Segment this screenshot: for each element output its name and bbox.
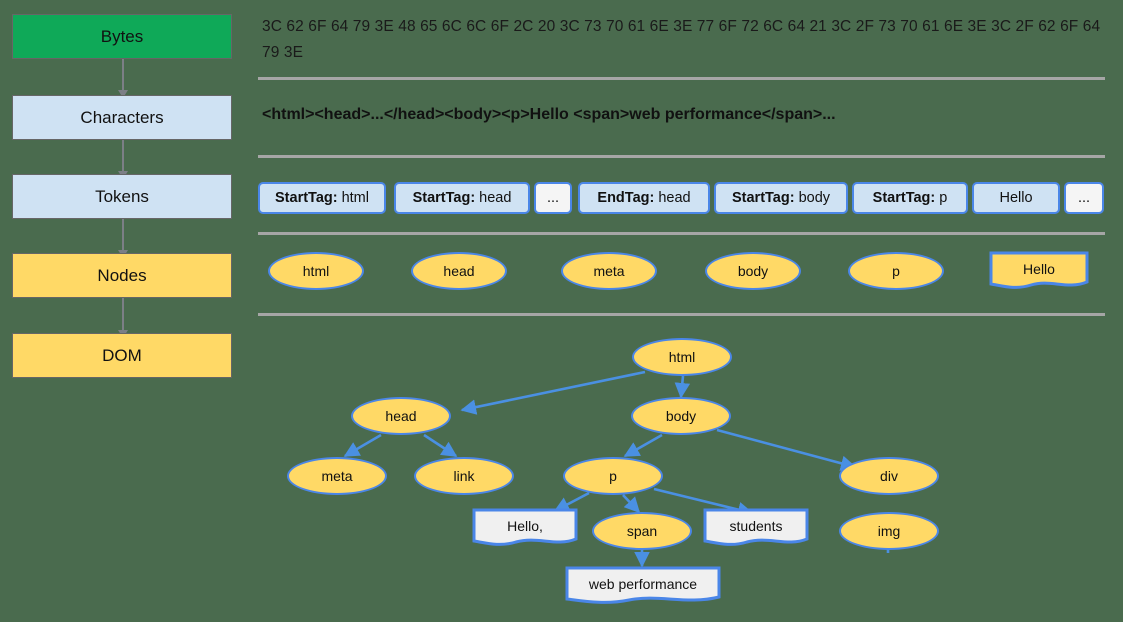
dom-node-label: p [609,468,617,484]
token-starttag-html[interactable]: StartTag:html [258,182,386,214]
token-text-hello[interactable]: Hello [972,182,1060,214]
pipeline-stage-bytes: Bytes [12,14,232,59]
node-label: html [302,263,330,279]
edge-head-link [423,433,458,458]
bytes-sequence-text: 3C 62 6F 64 79 3E 48 65 6C 6C 6F 2C 20 3… [262,18,1101,61]
token-prefix: StartTag: [275,190,338,206]
characters-markup-text: <html><head>...</head><body><p>Hello <sp… [262,106,836,123]
dom-node-label: div [880,468,898,484]
token-ellipsis-1[interactable]: ... [534,182,572,214]
pipeline-stage-dom: DOM [12,333,232,378]
note-shape-icon [565,566,721,604]
token-prefix: EndTag: [597,190,655,206]
edge-html-body [674,375,691,399]
dom-node-label: body [665,408,697,424]
dom-node-label: html [668,349,696,365]
node-chip-body[interactable]: body [705,252,801,290]
pipeline-arrow-2 [118,140,128,179]
pipeline-stage-nodes: Nodes [12,253,232,298]
edge-body-p [623,433,663,458]
dom-node-link[interactable]: link [414,457,514,495]
divider-nodes-dom [258,313,1105,316]
pipeline-stage-label: Tokens [95,186,149,206]
dom-node-text-hello[interactable]: Hello, [472,508,578,548]
note-shape-icon [703,508,809,546]
pipeline-stage-characters: Characters [12,95,232,140]
node-chip-meta[interactable]: meta [561,252,657,290]
dom-node-text-students[interactable]: students [703,508,809,548]
node-chip-hello-text[interactable]: Hello [989,251,1089,291]
dom-node-label: link [453,468,475,484]
dom-node-img[interactable]: img [839,512,939,550]
edge-html-head [460,370,646,415]
token-starttag-head[interactable]: StartTag:head [394,182,530,214]
dom-node-label: students [729,518,783,534]
dom-node-p[interactable]: p [563,457,663,495]
dom-node-label: meta [321,468,353,484]
token-ellipsis-2[interactable]: ... [1064,182,1104,214]
dom-node-div[interactable]: div [839,457,939,495]
dom-node-label: head [385,408,417,424]
edge-head-meta [343,433,382,458]
divider-characters-tokens [258,155,1105,158]
token-value: ... [546,190,560,206]
token-value: html [341,190,369,206]
pipeline-stage-label: DOM [102,345,142,365]
node-chip-p[interactable]: p [848,252,944,290]
token-value: head [658,190,691,206]
pipeline-stage-label: Bytes [100,26,144,46]
token-endtag-head[interactable]: EndTag:head [578,182,710,214]
divider-tokens-nodes [258,232,1105,235]
dom-node-label: Hello, [507,518,543,534]
note-shape-icon [472,508,578,546]
node-chip-html[interactable]: html [268,252,364,290]
token-value: head [479,190,512,206]
token-starttag-p[interactable]: StartTag:p [852,182,968,214]
pipeline-arrow-3 [118,219,128,258]
token-value: ... [1077,190,1091,206]
pipeline-stage-label: Nodes [97,265,147,285]
pipeline-stage-label: Characters [80,107,164,127]
dom-node-label: img [877,523,901,539]
node-label: meta [593,263,625,279]
note-shape-icon [989,251,1089,289]
dom-node-meta[interactable]: meta [287,457,387,495]
node-label: body [737,263,769,279]
node-label: p [892,263,900,279]
pipeline-arrow-4 [118,298,128,338]
node-label: Hello [1023,261,1055,277]
dom-node-span[interactable]: span [592,512,692,550]
dom-node-html[interactable]: html [632,338,732,376]
pipeline-stage-tokens: Tokens [12,174,232,219]
dom-node-text-web-performance[interactable]: web performance [565,566,721,606]
dom-node-label: span [626,523,658,539]
token-value: Hello [999,190,1033,206]
dom-node-body[interactable]: body [631,397,731,435]
token-value: p [939,190,948,206]
edge-p-span [622,494,641,514]
edge-body-div [716,428,857,471]
node-label: head [443,263,475,279]
token-prefix: StartTag: [872,190,936,206]
dom-node-head[interactable]: head [351,397,451,435]
token-starttag-body[interactable]: StartTag:body [714,182,848,214]
token-prefix: StartTag: [412,190,476,206]
dom-node-label: web performance [588,576,698,592]
pipeline-arrow-1 [118,59,128,98]
token-value: body [798,190,831,206]
token-prefix: StartTag: [731,190,795,206]
node-chip-head[interactable]: head [411,252,507,290]
divider-bytes-characters [258,77,1105,80]
